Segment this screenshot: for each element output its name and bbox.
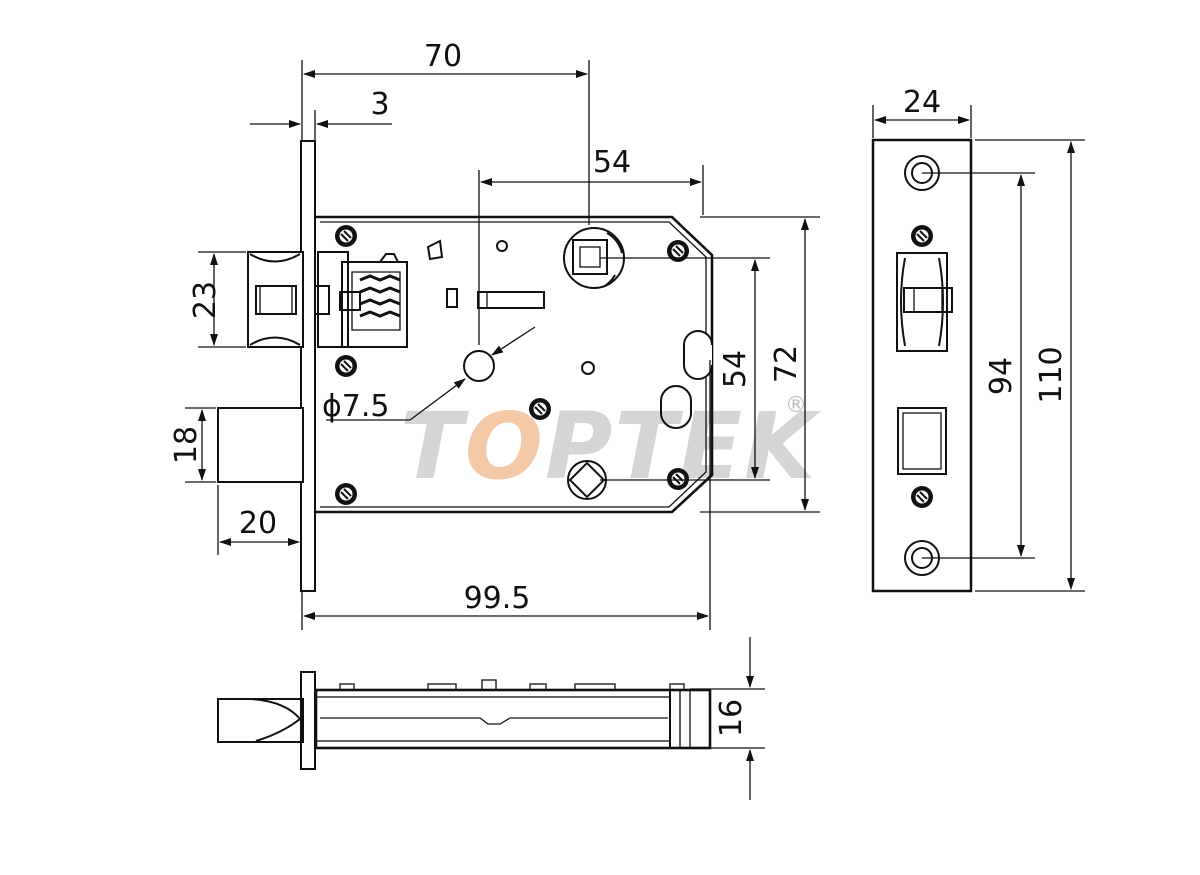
dim-18: 18	[169, 426, 204, 464]
latch-bolt	[247, 251, 304, 348]
dim-110: 110	[1034, 346, 1069, 403]
screw-icon	[666, 467, 690, 491]
lock-side-view	[217, 671, 712, 770]
small-hole	[581, 361, 595, 375]
dim-72: 72	[769, 345, 804, 383]
screw-icon	[334, 224, 358, 248]
side-body	[314, 688, 712, 750]
front-view-dimensions: 70 3 54 23 18 20 99.5 ϕ7.5	[169, 39, 820, 630]
dim-23: 23	[188, 281, 223, 319]
deadbolt	[217, 407, 304, 483]
dim-3: 3	[370, 87, 389, 122]
dim-24: 24	[903, 85, 941, 120]
dim-94: 94	[984, 357, 1019, 395]
dim-phi-7-5: ϕ7.5	[322, 389, 390, 424]
screw-icon	[334, 354, 358, 378]
strike-plate-view	[871, 138, 973, 593]
screw-icon	[334, 482, 358, 506]
dim-20: 20	[239, 506, 277, 541]
strike-plate	[871, 138, 973, 593]
dim-54-top: 54	[593, 145, 631, 180]
watermark-text: TOPTEK	[400, 393, 821, 500]
screw-icon	[666, 239, 690, 263]
dim-16: 16	[714, 699, 749, 737]
toptek-watermark: TOPTEK ®	[400, 393, 821, 500]
latch-mechanism	[314, 239, 458, 348]
screw-icon	[528, 397, 552, 421]
side-deadbolt	[217, 698, 304, 743]
faceplate	[300, 140, 316, 592]
lever-bar	[477, 291, 545, 309]
registered-mark: ®	[785, 393, 807, 418]
dim-99-5: 99.5	[464, 581, 531, 616]
strike-dimensions: 24 94 110	[872, 85, 1085, 592]
oval-slot	[660, 385, 692, 429]
dim-70: 70	[424, 39, 462, 74]
case-notch	[683, 330, 713, 380]
follower-hole	[463, 350, 495, 382]
dim-54-right: 54	[718, 350, 753, 388]
side-dimensions: 16	[690, 637, 765, 800]
lock-front-view	[217, 140, 714, 592]
pin-hole	[496, 240, 508, 252]
